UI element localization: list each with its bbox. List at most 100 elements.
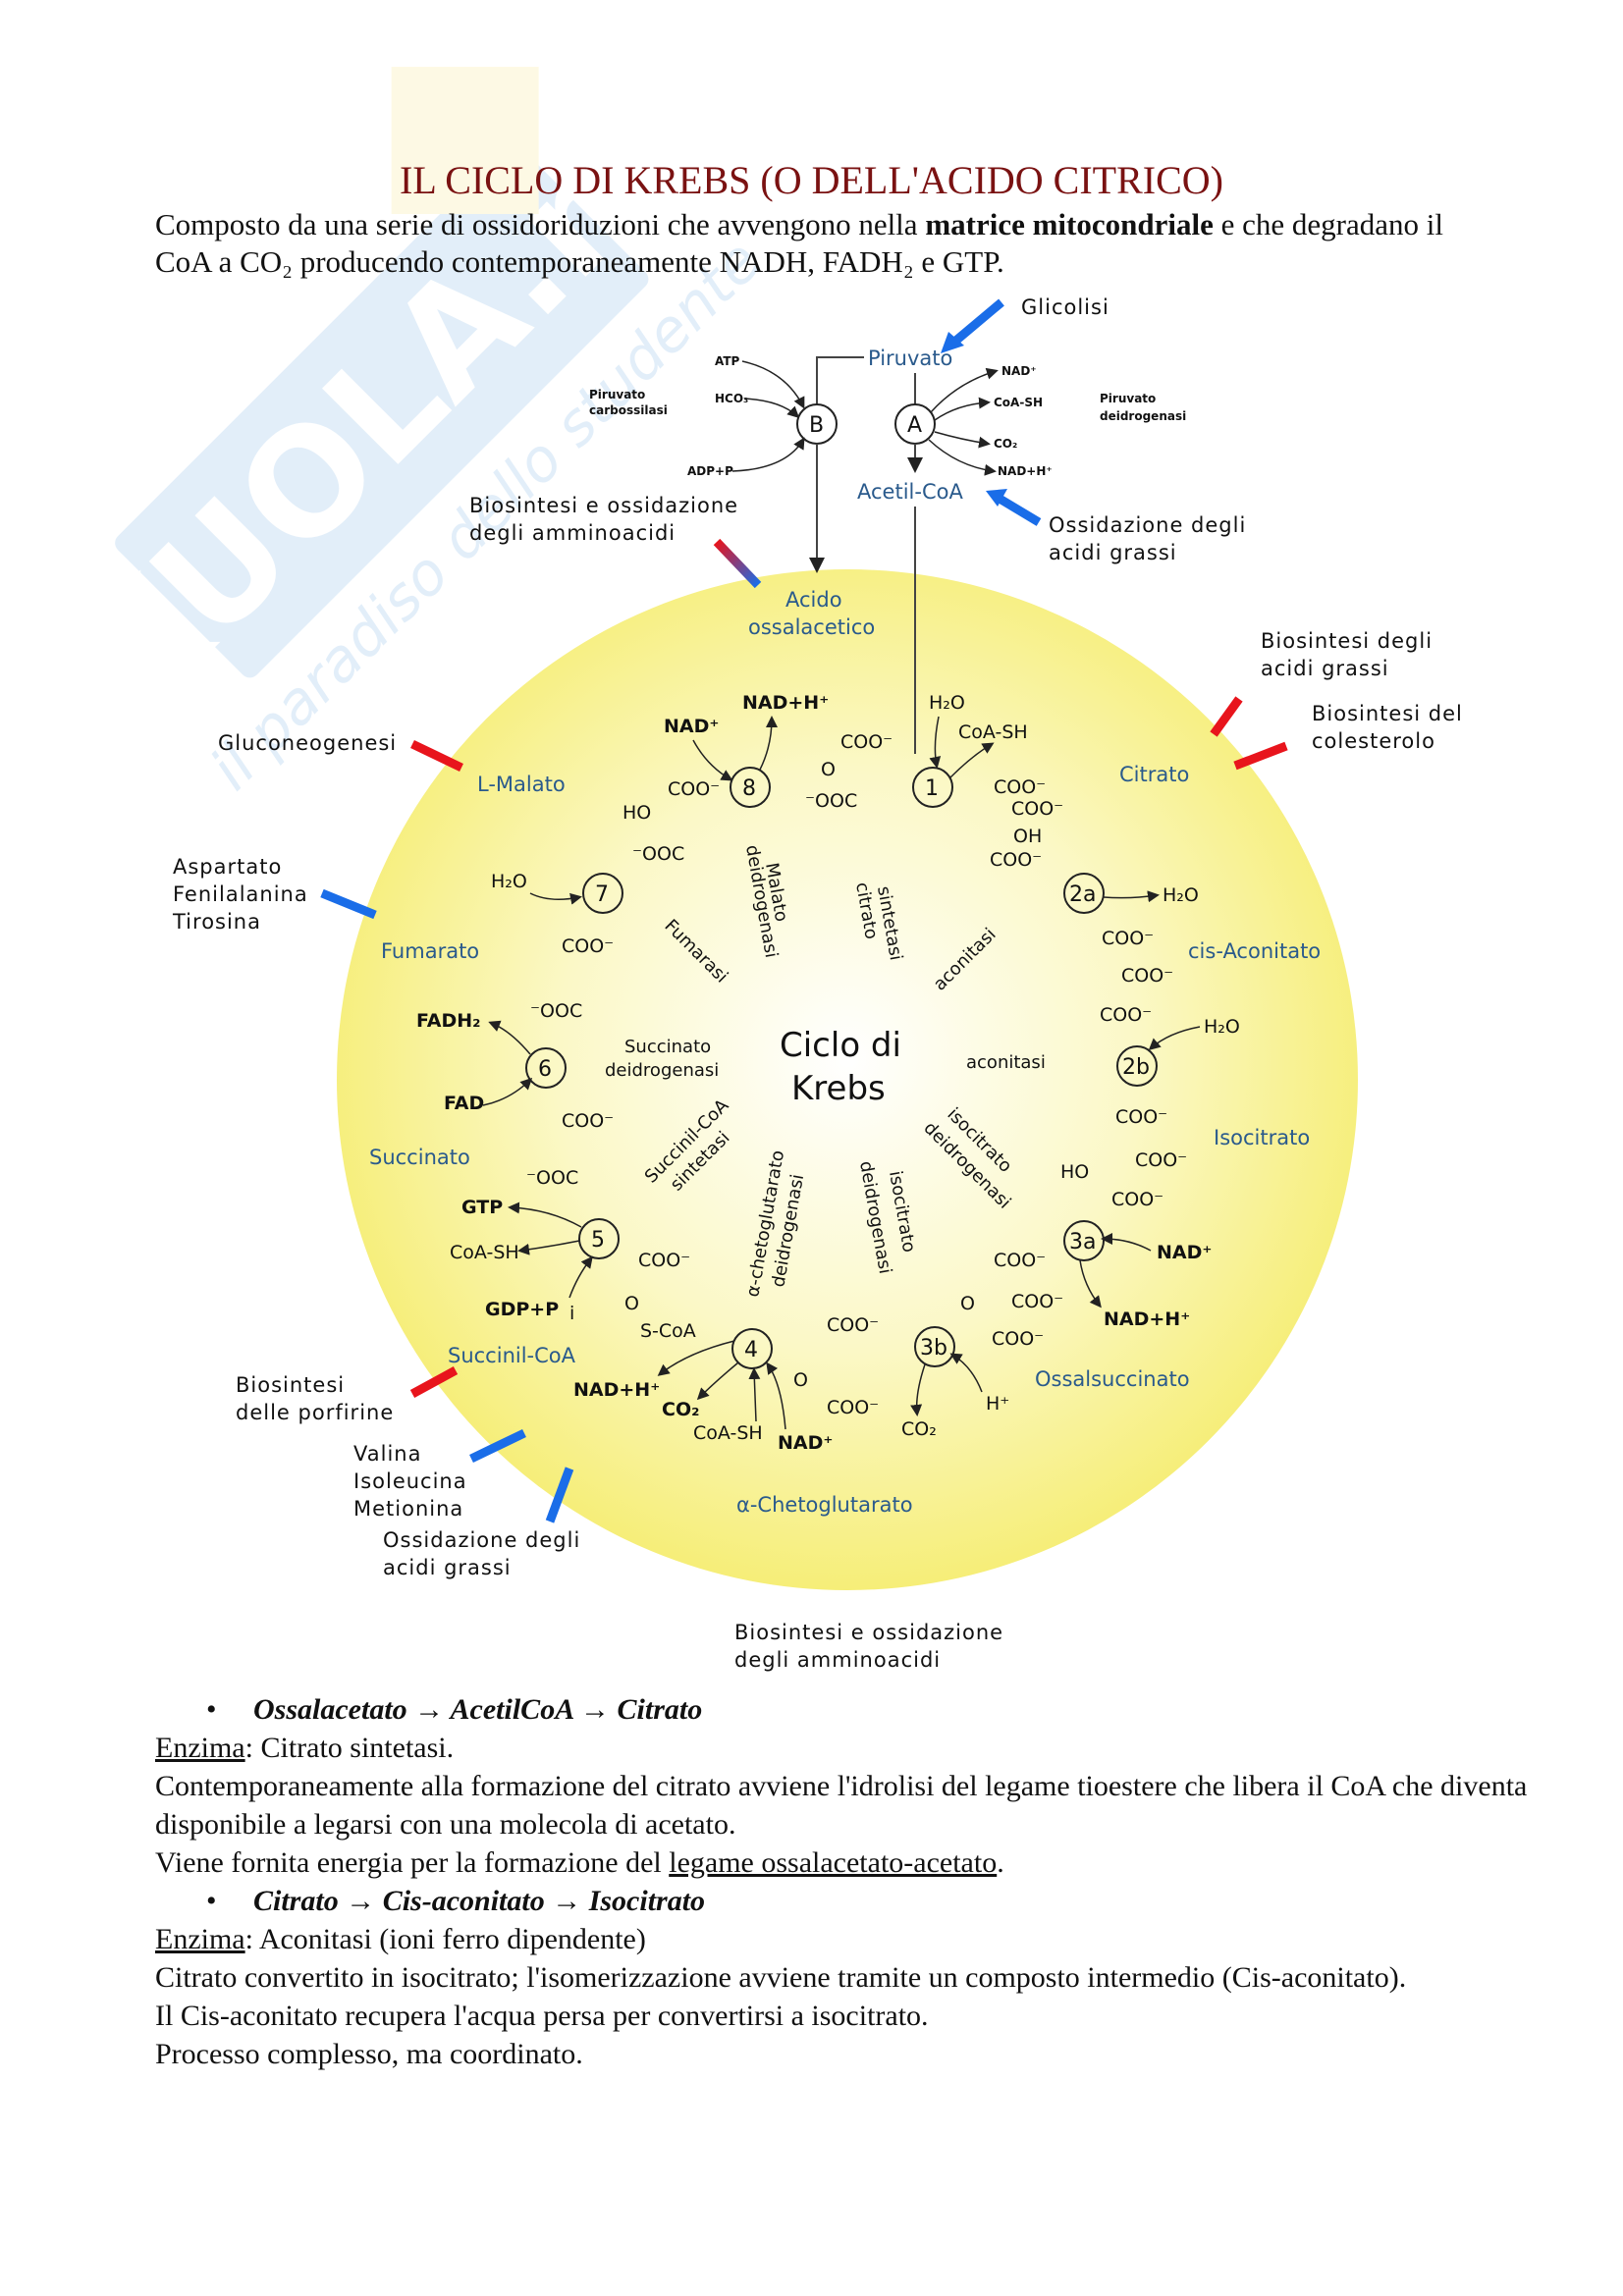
svg-text:acidi grassi: acidi grassi — [1049, 541, 1177, 564]
svg-text:⁻OOC: ⁻OOC — [530, 1000, 582, 1022]
svg-text:ADP+P: ADP+P — [687, 464, 733, 478]
svg-text:CO₂: CO₂ — [901, 1418, 937, 1440]
svg-text:CoA-SH: CoA-SH — [994, 396, 1043, 409]
svg-text:8: 8 — [742, 776, 756, 801]
arrow-ossidazione-bottom — [545, 1467, 574, 1523]
arrow-gluconeogenesi — [410, 739, 463, 773]
svg-text:Isocitrato: Isocitrato — [1214, 1126, 1310, 1149]
svg-text:Piruvato: Piruvato — [589, 388, 645, 401]
svg-text:COO⁻: COO⁻ — [990, 849, 1042, 871]
svg-text:7: 7 — [595, 882, 609, 907]
svg-text:COO⁻: COO⁻ — [1102, 928, 1154, 949]
svg-text:COO⁻: COO⁻ — [562, 935, 614, 957]
svg-text:COO⁻: COO⁻ — [840, 731, 893, 753]
svg-text:CoA-SH: CoA-SH — [958, 721, 1028, 743]
svg-text:Succinil-CoA: Succinil-CoA — [448, 1344, 576, 1367]
svg-text:O: O — [793, 1369, 808, 1391]
svg-text:H₂O: H₂O — [1204, 1016, 1240, 1038]
intro-bold: matrice mitocondriale — [925, 207, 1214, 241]
svg-text:COO⁻: COO⁻ — [1100, 1004, 1152, 1026]
svg-text:acidi grassi: acidi grassi — [383, 1556, 512, 1579]
arrow-porfirine — [409, 1366, 459, 1398]
svg-text:3a: 3a — [1069, 1230, 1096, 1255]
svg-text:2b: 2b — [1122, 1055, 1150, 1080]
svg-text:GTP: GTP — [461, 1197, 503, 1218]
svg-text:O: O — [821, 759, 836, 780]
svg-text:Ossalsuccinato: Ossalsuccinato — [1035, 1367, 1190, 1391]
svg-text:FADH₂: FADH₂ — [416, 1010, 481, 1032]
svg-text:Fenilalanina: Fenilalanina — [173, 882, 308, 906]
svg-text:NAD+H⁺: NAD+H⁺ — [1104, 1308, 1190, 1330]
svg-text:COO⁻: COO⁻ — [994, 776, 1046, 798]
svg-text:Succinato: Succinato — [369, 1146, 470, 1169]
svg-text:aconitasi: aconitasi — [966, 1052, 1046, 1073]
svg-text:COO⁻: COO⁻ — [562, 1110, 614, 1132]
svg-text:NAD+H⁺: NAD+H⁺ — [742, 692, 829, 714]
svg-text:Ossidazione degli: Ossidazione degli — [1049, 513, 1246, 537]
section-2-heading: Citrato → Cis-aconitato → Isocitrato — [155, 1882, 1530, 1920]
svg-text:4: 4 — [744, 1338, 758, 1362]
svg-text:COO⁻: COO⁻ — [1011, 798, 1063, 820]
svg-text:COO⁻: COO⁻ — [1135, 1149, 1187, 1171]
svg-text:COO⁻: COO⁻ — [827, 1314, 879, 1336]
section-2-enzyme: Enzima: Aconitasi (ioni ferro dipendente… — [155, 1923, 646, 1955]
svg-text:CO₂: CO₂ — [994, 437, 1017, 451]
svg-text:NAD⁺: NAD⁺ — [778, 1432, 833, 1454]
intro-paragraph: Composto da una serie di ossidoriduzioni… — [155, 206, 1481, 281]
svg-text:GDP+P: GDP+P — [485, 1299, 559, 1320]
arrow-glicolisi — [949, 298, 1004, 347]
svg-text:degli amminoacidi: degli amminoacidi — [469, 521, 676, 545]
svg-text:Acido: Acido — [785, 588, 842, 612]
svg-text:⁻OOC: ⁻OOC — [526, 1167, 578, 1189]
svg-text:NAD+H⁺: NAD+H⁺ — [573, 1379, 660, 1401]
svg-text:1: 1 — [925, 776, 939, 801]
svg-text:Biosintesi: Biosintesi — [236, 1373, 345, 1397]
section-2-line: Processo complesso, ma coordinato. — [155, 2038, 583, 2070]
arrow-valina — [469, 1428, 526, 1464]
svg-text:deidrogenasi: deidrogenasi — [1100, 409, 1186, 423]
arrow-colesterolo — [1233, 741, 1288, 771]
svg-text:Biosintesi del: Biosintesi del — [1312, 702, 1463, 725]
svg-text:Tirosina: Tirosina — [172, 910, 261, 934]
section-1-last-line: Viene fornita energia per la formazione … — [155, 1846, 1004, 1879]
svg-text:3b: 3b — [920, 1336, 947, 1361]
krebs-cycle-diagram: Glicolisi Piruvato B A ATP HCO₃ ADP+P Pi… — [172, 295, 1463, 1672]
arrow-aspartato — [320, 888, 377, 920]
svg-text:NAD⁺: NAD⁺ — [1157, 1242, 1212, 1263]
svg-text:H⁺: H⁺ — [986, 1393, 1009, 1415]
intro-text-1: Composto da una serie di ossidoriduzioni… — [155, 207, 926, 241]
svg-text:COO⁻: COO⁻ — [1111, 1189, 1163, 1210]
svg-text:COO⁻: COO⁻ — [994, 1250, 1046, 1271]
svg-text:Citrato: Citrato — [1119, 763, 1189, 786]
svg-text:NAD+H⁺: NAD+H⁺ — [998, 464, 1053, 478]
chemical-structures: COO⁻ O ⁻OOC COO⁻ COO⁻ OH COO⁻ COO⁻ COO⁻ … — [526, 731, 1187, 1418]
svg-text:NAD⁺: NAD⁺ — [664, 716, 719, 737]
section-1-line: Contemporaneamente alla formazione del c… — [155, 1770, 1528, 1841]
svg-text:HCO₃: HCO₃ — [715, 392, 748, 405]
label-acetil-coa: Acetil-CoA — [857, 480, 963, 504]
svg-text:H₂O: H₂O — [929, 692, 965, 714]
svg-text:⁻OOC: ⁻OOC — [805, 790, 857, 812]
svg-text:NAD⁺: NAD⁺ — [1001, 364, 1037, 378]
svg-text:COO⁻: COO⁻ — [638, 1250, 690, 1271]
svg-text:5: 5 — [591, 1228, 605, 1253]
svg-text:HO: HO — [622, 802, 651, 824]
svg-text:CO₂: CO₂ — [662, 1399, 699, 1420]
svg-text:degli amminoacidi: degli amminoacidi — [734, 1648, 941, 1672]
intro-text-2: e che degradano il CoA a CO₂ producendo … — [155, 207, 1443, 279]
svg-text:Aspartato: Aspartato — [173, 855, 282, 879]
svg-text:6: 6 — [538, 1057, 552, 1082]
label-glicolisi: Glicolisi — [1021, 295, 1109, 319]
svg-text:COO⁻: COO⁻ — [1115, 1106, 1167, 1128]
svg-text:Ossidazione degli: Ossidazione degli — [383, 1528, 580, 1552]
page-title: IL CICLO DI KREBS (O DELL'ACIDO CITRICO) — [400, 158, 1223, 202]
section-1-heading: Ossalacetato → AcetilCoA → Citrato — [155, 1690, 1530, 1729]
svg-text:delle porfirine: delle porfirine — [236, 1401, 394, 1424]
svg-text:Biosintesi e ossidazione: Biosintesi e ossidazione — [734, 1621, 1003, 1644]
arrow-acidi-grassi — [1210, 696, 1243, 737]
svg-text:ossalacetico: ossalacetico — [748, 615, 875, 639]
svg-text:acidi grassi: acidi grassi — [1261, 657, 1389, 680]
svg-text:COO⁻: COO⁻ — [992, 1328, 1044, 1350]
svg-text:Biosintesi e ossidazione: Biosintesi e ossidazione — [469, 494, 738, 517]
